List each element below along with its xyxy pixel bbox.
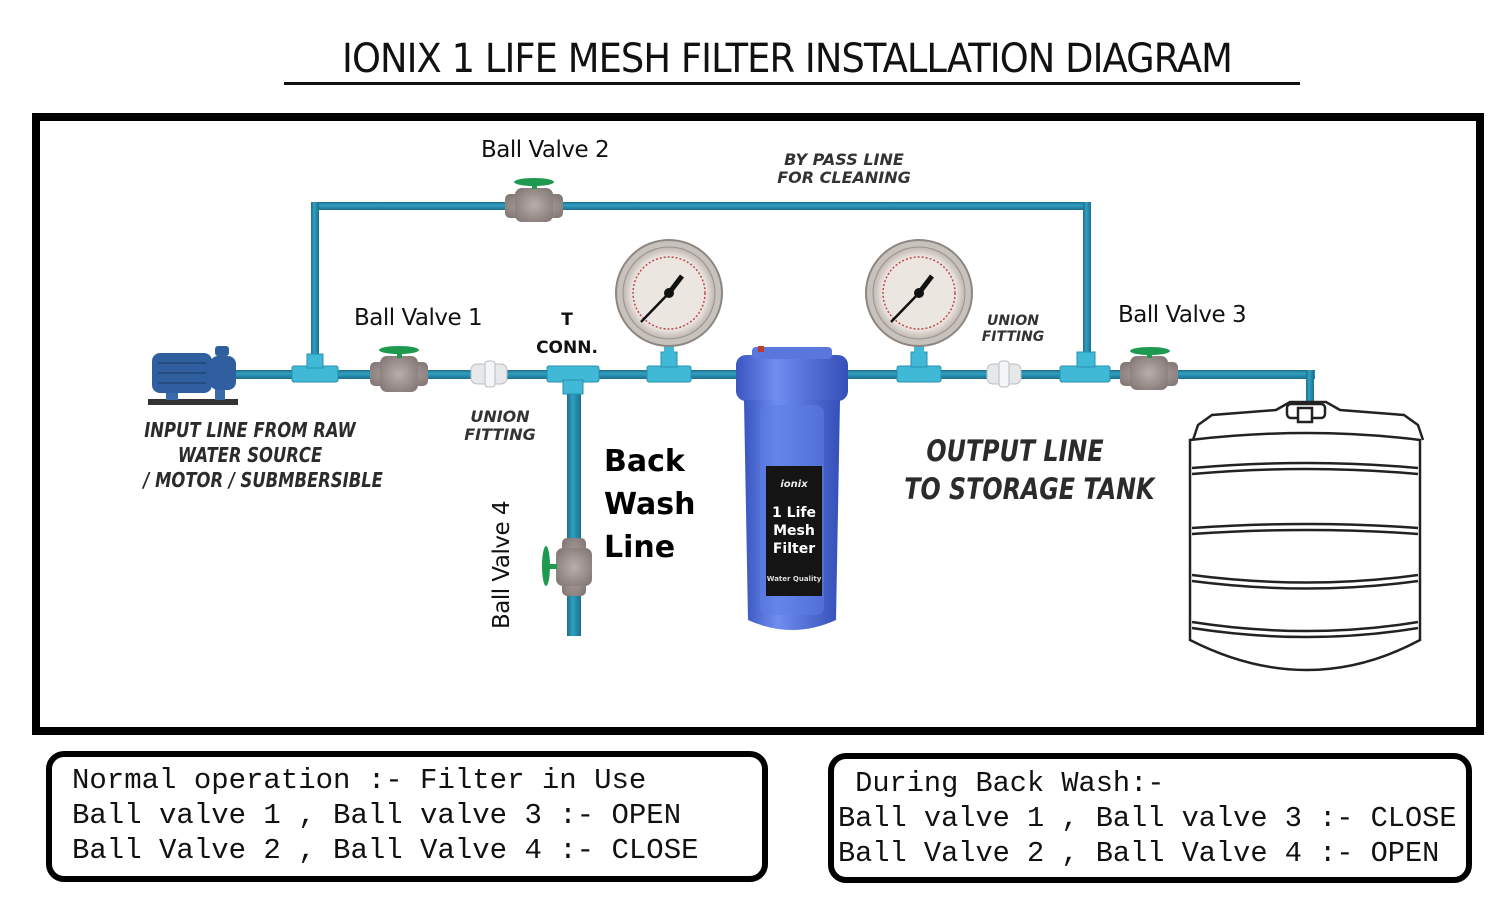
input-line-label-1: INPUT LINE FROM RAW (144, 418, 356, 442)
input-line-label-2: WATER SOURCE (177, 443, 323, 467)
tee-fitting-bypass-right (1059, 351, 1111, 383)
back-wash-line-label-1: Back (604, 444, 685, 479)
backwash-pipe (567, 378, 581, 636)
note-normal-heading: Normal operation :- Filter in Use (72, 764, 647, 797)
note-backwash-line-1: Ball valve 1 , Ball valve 3 :- CLOSE (838, 802, 1457, 835)
union-fitting-right-label-1: UNION (987, 313, 1039, 329)
ball-valve-2-icon[interactable] (505, 178, 563, 222)
filter-sub-brand: Water Quality (766, 575, 822, 583)
union-fitting-left-label-1: UNION (470, 407, 530, 426)
back-wash-line-label: Back Wash Line (604, 440, 695, 569)
ball-valve-1-icon[interactable] (370, 346, 428, 392)
input-line-label-3: / MOTOR / SUBMBERSIBLE (143, 468, 383, 492)
note-backwash-heading: During Back Wash:- (838, 767, 1165, 800)
output-line-label-2: TO STORAGE TANK (904, 472, 1155, 506)
union-fitting-left-icon (470, 360, 508, 388)
back-wash-line-label-2: Wash (604, 487, 696, 522)
tee-fitting-bypass-left (291, 353, 339, 383)
union-fitting-right-icon (986, 360, 1022, 388)
output-line-label-1: OUTPUT LINE (926, 434, 1104, 468)
filter-name-line-3: Filter (772, 541, 816, 557)
t-conn-label-2: CONN. (536, 338, 598, 358)
title-underline (284, 82, 1300, 85)
pump-motor-icon (148, 346, 238, 405)
bypass-line-label-2: FOR CLEANING (777, 168, 911, 188)
filter-name-line-2: Mesh (773, 523, 815, 539)
gauge-tee-right (896, 351, 942, 383)
pressure-gauge-left-icon (615, 239, 723, 354)
ball-valve-1-label: Ball Valve 1 (354, 305, 483, 331)
diagram-title: IONIX 1 LIFE MESH FILTER INSTALLATION DI… (342, 36, 1233, 82)
ball-valve-3-label: Ball Valve 3 (1118, 302, 1247, 328)
ball-valve-3-icon[interactable] (1120, 347, 1178, 390)
ball-valve-2-label: Ball Valve 2 (481, 137, 610, 163)
note-normal-line-2: Ball Valve 2 , Ball Valve 4 :- CLOSE (72, 834, 699, 867)
input-line-label: INPUT LINE FROM RAW WATER SOURCE / MOTOR… (143, 418, 383, 493)
pressure-gauge-right-icon (865, 239, 973, 354)
gauge-tee-left (646, 351, 692, 383)
bypass-line-label-1: BY PASS LINE (784, 150, 904, 169)
back-wash-note: During Back Wash:- Ball valve 1 , Ball v… (828, 753, 1472, 883)
ball-valve-4-icon[interactable] (542, 538, 592, 596)
tank-inlet-pipe (1306, 370, 1314, 410)
union-fitting-right-label-2: FITTING (981, 329, 1045, 346)
ball-valve-4-label: Ball Valve 4 (489, 500, 516, 630)
storage-tank-icon (1188, 400, 1425, 672)
note-normal-line-1: Ball valve 1 , Ball valve 3 :- OPEN (72, 799, 682, 832)
union-fitting-left-label: UNION FITTING (458, 407, 542, 445)
bypass-pipe-left (311, 202, 319, 372)
bypass-pipe-right (1083, 202, 1091, 372)
bypass-pipe-top (311, 202, 1091, 210)
t-conn-label: T CONN. (530, 306, 604, 362)
union-fitting-left-label-2: FITTING (464, 425, 536, 445)
back-wash-line-label-3: Line (604, 530, 676, 565)
t-conn-label-1: T (561, 310, 573, 330)
output-line-label: OUTPUT LINE TO STORAGE TANK (904, 432, 1155, 508)
t-connector (546, 365, 600, 395)
filter-brand: ionix (780, 479, 808, 490)
normal-operation-note: Normal operation :- Filter in Use Ball v… (46, 751, 768, 882)
filter-name-line-1: 1 Life (772, 505, 816, 521)
bypass-line-label: BY PASS LINE FOR CLEANING (752, 150, 936, 188)
filter-product-label: ionix 1 Life Mesh Filter Water Quality (766, 466, 822, 596)
note-backwash-line-2: Ball Valve 2 , Ball Valve 4 :- OPEN (838, 837, 1440, 870)
union-fitting-right-label: UNION FITTING (976, 313, 1050, 345)
